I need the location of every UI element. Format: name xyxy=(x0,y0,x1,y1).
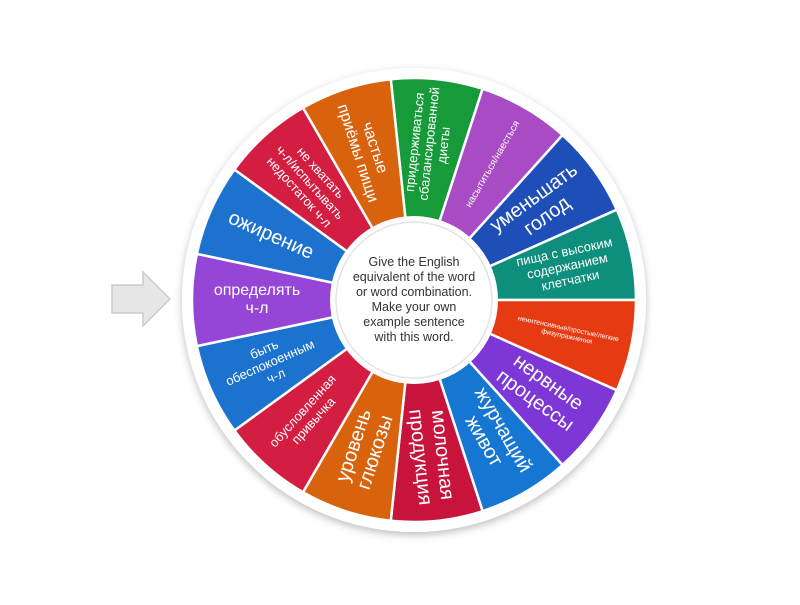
pointer xyxy=(111,270,172,328)
wheel-center[interactable] xyxy=(335,221,493,379)
wheel-hub xyxy=(330,216,498,384)
arrow-right-icon xyxy=(111,270,172,328)
